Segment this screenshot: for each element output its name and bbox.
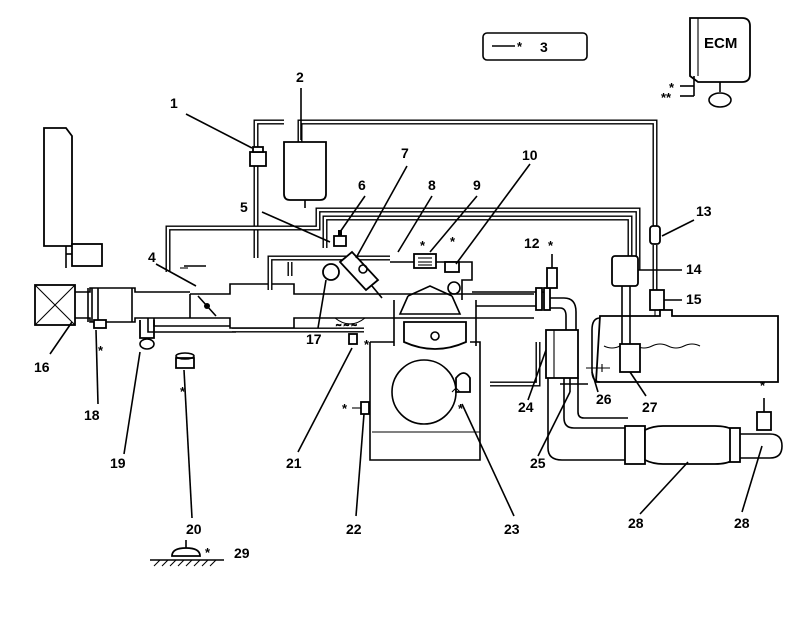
label-29: 29 bbox=[234, 545, 250, 561]
label-4: 4 bbox=[148, 249, 156, 265]
hose-network bbox=[165, 119, 658, 387]
injector bbox=[338, 250, 383, 299]
fuel-system bbox=[586, 225, 779, 383]
label-10: 10 bbox=[522, 147, 538, 163]
number-labels: 1 2 4 5 6 7 8 9 10 12 13 14 15 16 17 18 … bbox=[34, 69, 750, 561]
engine-block: * * * bbox=[332, 234, 481, 461]
label-9: 9 bbox=[473, 177, 481, 193]
svg-text:*: * bbox=[98, 343, 104, 358]
label-13: 14 bbox=[686, 261, 702, 277]
label-25: 26 bbox=[596, 391, 612, 407]
label-14: 15 bbox=[686, 291, 702, 307]
svg-text:~ ~ ~: ~ ~ ~ bbox=[336, 320, 357, 330]
svg-text:*: * bbox=[342, 401, 348, 416]
label-21: 22 bbox=[346, 521, 362, 537]
ecm-marker-double: ** bbox=[661, 90, 672, 105]
svg-text:*: * bbox=[548, 238, 554, 253]
intake-duct: * bbox=[75, 287, 190, 358]
label-19: 20 bbox=[186, 521, 202, 537]
ecm-label: ECM bbox=[704, 35, 737, 52]
svg-text:*: * bbox=[450, 234, 456, 249]
label-6: 6 bbox=[358, 177, 366, 193]
label-15: 16 bbox=[34, 359, 50, 375]
legend-box: * 3 bbox=[482, 32, 588, 61]
sensor-19: * bbox=[175, 352, 195, 399]
canister bbox=[249, 141, 327, 208]
svg-text:*: * bbox=[458, 401, 464, 416]
air-intake bbox=[34, 127, 103, 326]
label-22: 23 bbox=[504, 521, 520, 537]
label-27: 28 bbox=[628, 515, 644, 531]
ecm-unit: ECM * ** bbox=[661, 17, 751, 108]
svg-text:*: * bbox=[364, 337, 370, 352]
label-18: 19 bbox=[110, 455, 126, 471]
exhaust-system: * bbox=[472, 287, 783, 465]
label-11: 12 bbox=[524, 235, 540, 251]
label-2: 2 bbox=[296, 69, 304, 85]
label-20: 21 bbox=[286, 455, 302, 471]
purge-valve bbox=[249, 151, 267, 167]
legend-star: * bbox=[517, 39, 523, 54]
label-7: 7 bbox=[401, 145, 409, 161]
label-5: 5 bbox=[240, 199, 248, 215]
sensor-21: * bbox=[342, 401, 370, 416]
label-1: 1 bbox=[170, 95, 178, 111]
sensor-11: * bbox=[546, 238, 558, 289]
ground-symbol: * bbox=[150, 540, 224, 567]
plenum-sensors bbox=[322, 230, 347, 281]
ecm-marker-single: * bbox=[669, 80, 675, 95]
label-23: 24 bbox=[518, 399, 534, 415]
callout-lines bbox=[49, 88, 763, 519]
coolant-area: ~ ~ ~ * bbox=[334, 317, 373, 352]
svg-text:*: * bbox=[420, 238, 426, 253]
label-12: 13 bbox=[696, 203, 712, 219]
label-28-visible: 28 bbox=[734, 515, 750, 531]
label-16: 17 bbox=[306, 331, 322, 347]
label-8: 8 bbox=[428, 177, 436, 193]
label-17: 18 bbox=[84, 407, 100, 423]
svg-text:*: * bbox=[180, 384, 186, 399]
label-3: 3 bbox=[540, 39, 548, 55]
ground-marker: * bbox=[205, 545, 211, 560]
label-24: 25 bbox=[530, 455, 546, 471]
svg-text:*: * bbox=[760, 378, 766, 393]
label-26: 27 bbox=[642, 399, 658, 415]
